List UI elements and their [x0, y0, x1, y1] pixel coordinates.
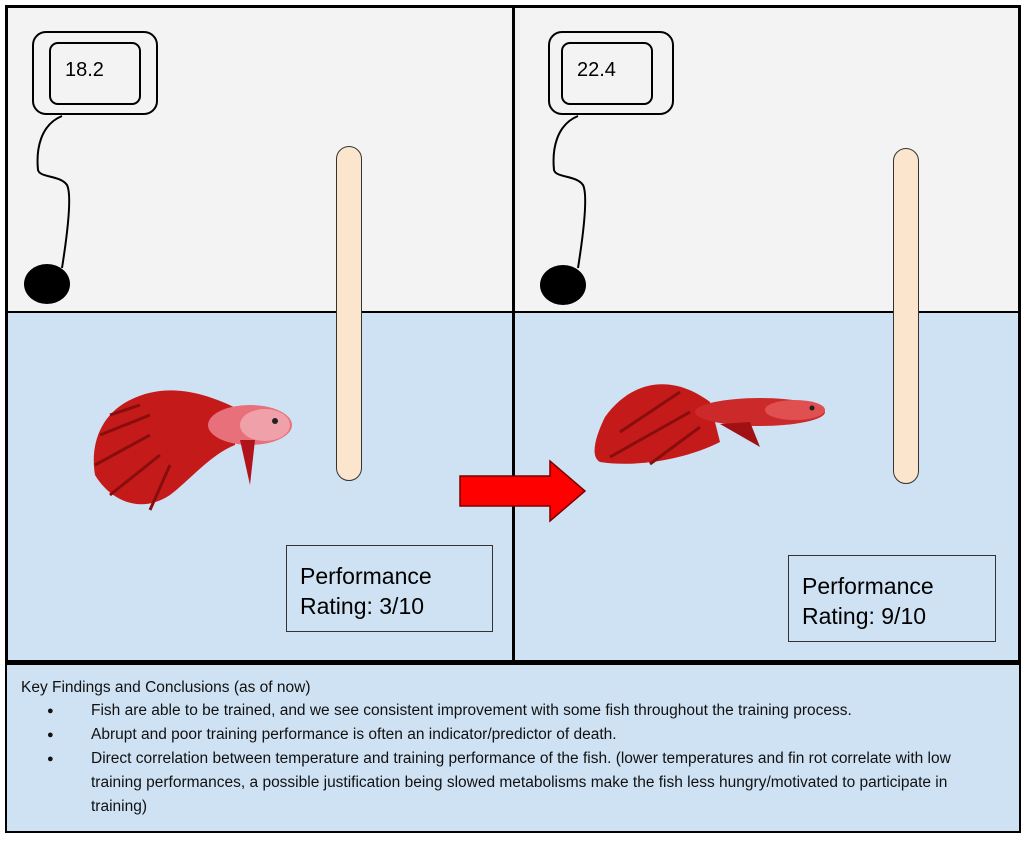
- left-tank-water: [5, 311, 515, 663]
- performance-value: Rating: 9/10: [802, 603, 927, 629]
- left-betta-fish-image: [93, 390, 292, 511]
- finding-item: Direct correlation between temperature a…: [21, 747, 1019, 819]
- right-thermometer-probe: [540, 265, 586, 305]
- right-training-stick: [893, 148, 919, 484]
- left-temperature-display: 18.2: [49, 42, 141, 105]
- finding-item: Fish are able to be trained, and we see …: [21, 699, 1019, 723]
- right-thermometer-cord: [552, 115, 587, 269]
- finding-item: Abrupt and poor training performance is …: [21, 723, 1019, 747]
- findings-list: Fish are able to be trained, and we see …: [21, 699, 1019, 819]
- performance-label: Performance: [802, 573, 934, 599]
- performance-label: Performance: [300, 563, 432, 589]
- right-betta-fish-image: [594, 384, 825, 466]
- left-performance-rating: Performance Rating: 3/10: [286, 545, 493, 632]
- left-thermometer-cord: [36, 115, 71, 269]
- progress-arrow-icon: [459, 459, 587, 523]
- right-performance-rating: Performance Rating: 9/10: [788, 555, 996, 642]
- left-thermometer-probe: [24, 264, 70, 304]
- right-temperature-display: 22.4: [561, 42, 653, 105]
- key-findings-box: Key Findings and Conclusions (as of now)…: [5, 663, 1021, 833]
- performance-value: Rating: 3/10: [300, 593, 425, 619]
- right-tank-water: [512, 311, 1021, 663]
- key-findings-title: Key Findings and Conclusions (as of now): [21, 679, 311, 696]
- left-training-stick: [336, 146, 362, 481]
